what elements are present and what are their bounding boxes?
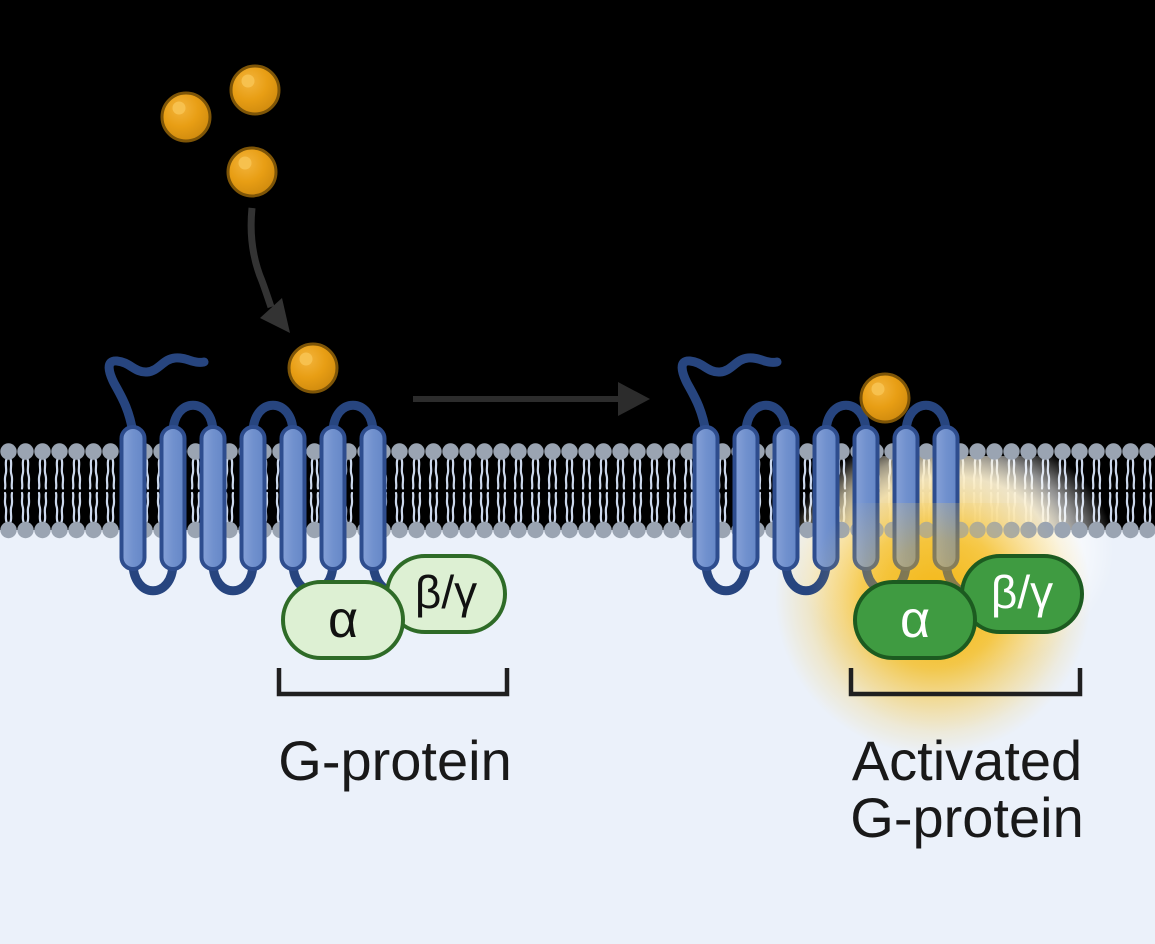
ligand-binding-arrow — [247, 207, 290, 333]
alpha-label: α — [328, 591, 358, 649]
ligand-molecule-near-receptor — [287, 342, 339, 394]
ligand-molecule-bound — [859, 372, 911, 424]
ligand-molecule — [229, 64, 281, 116]
transition-arrow — [413, 382, 650, 416]
binding-arrow-head — [260, 298, 290, 333]
g-protein-active: β/γ α — [853, 554, 1084, 660]
binding-arrow-shaft — [247, 207, 275, 309]
left-bracket — [276, 668, 510, 697]
g-protein-inactive: β/γ α — [281, 554, 507, 660]
alpha-label: α — [900, 591, 930, 649]
beta-gamma-label: β/γ — [991, 566, 1053, 618]
active-caption-line1: Activated — [852, 729, 1082, 792]
beta-gamma-label: β/γ — [415, 566, 477, 618]
transition-arrow-head — [618, 382, 650, 416]
inactive-caption: G-protein — [278, 729, 511, 792]
active-caption-line2: G-protein — [850, 786, 1083, 849]
right-bracket — [848, 668, 1083, 697]
ligand-molecule — [226, 146, 278, 198]
alpha-subunit-inactive — [281, 580, 405, 660]
ligand-molecule — [160, 91, 212, 143]
alpha-subunit-active — [853, 580, 977, 660]
